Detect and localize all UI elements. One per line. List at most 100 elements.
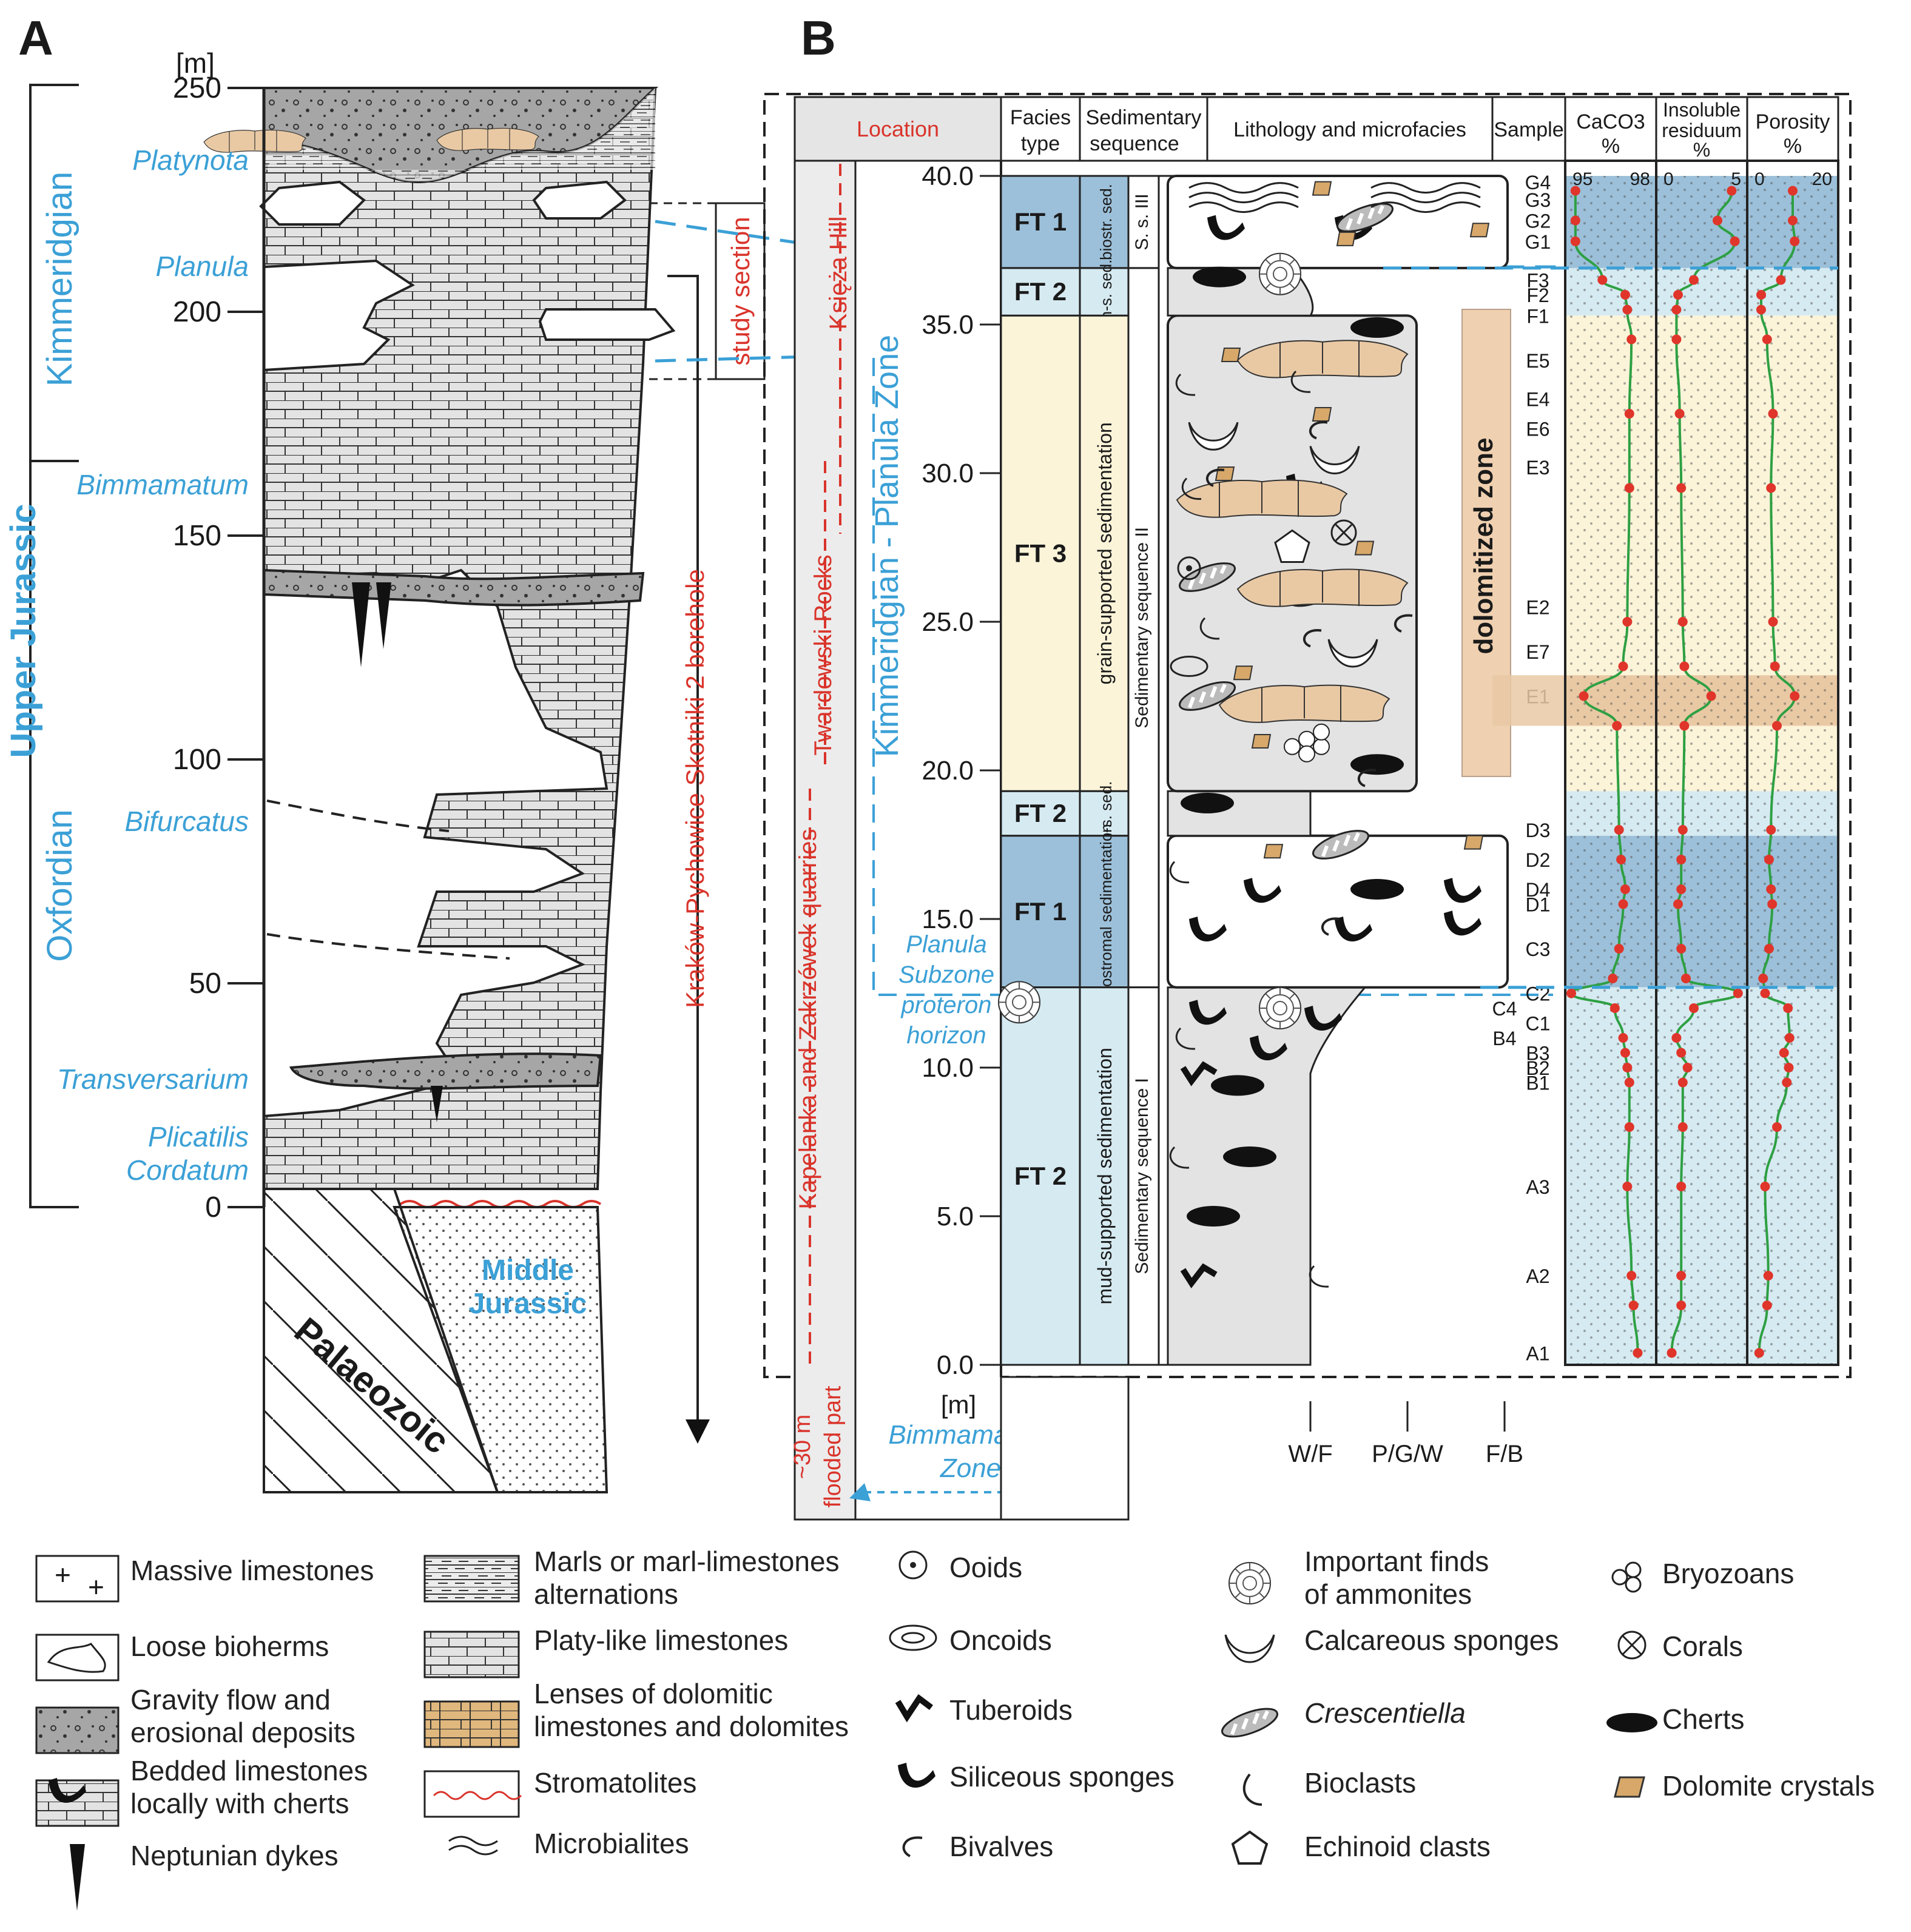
dolomite-crystal — [1264, 844, 1283, 859]
legend-oncoid-symbol — [889, 1624, 937, 1651]
legend-label: Bryozoans — [1662, 1558, 1794, 1589]
curve-point — [1766, 884, 1776, 894]
sequence-process-label: grain-supported sedimentation — [1094, 422, 1116, 684]
tuberoid — [1180, 1263, 1218, 1288]
zone-cordatum: Cordatum — [126, 1154, 249, 1186]
bivalve — [1358, 769, 1377, 787]
sample-label: F1 — [1526, 305, 1549, 327]
curve-point — [1624, 1077, 1634, 1088]
depth-tick-label: 25.0 — [922, 607, 974, 637]
curve-point — [1764, 855, 1774, 864]
microbialite — [1370, 201, 1481, 214]
dolomite-crystal — [1355, 540, 1374, 556]
sample-label: C4 — [1492, 998, 1517, 1020]
sequence-cell — [1079, 790, 1130, 837]
insoluble-header — [1655, 96, 1748, 162]
curve-scale-max: 20 — [1812, 169, 1832, 189]
planula-subzone-2: Subzone — [898, 961, 994, 988]
curve-point — [1779, 1048, 1789, 1058]
study-section-label: study section — [726, 217, 755, 365]
sample-label: A3 — [1526, 1176, 1549, 1198]
legend-crescentiella-symbol — [1219, 1703, 1281, 1743]
legend-label: Calcareous sponges — [1304, 1624, 1559, 1656]
depth-tick-label: 5.0 — [937, 1202, 974, 1231]
bimmamatum-zone-2: Zone — [940, 1453, 1001, 1483]
ammonite — [1259, 252, 1301, 295]
curve-point — [1706, 691, 1716, 701]
panel-b: B Location Facies type Sedimentary seque… — [763, 11, 1852, 1521]
panel-a-tick-label: 250 — [173, 72, 221, 104]
dolomite-crystal — [1336, 231, 1356, 246]
curve-point — [1767, 899, 1778, 909]
flooded-label-2: flooded part — [820, 1385, 846, 1507]
lith-ft2-lower — [1167, 986, 1367, 1366]
microbialite — [1370, 182, 1481, 194]
legend-label: Bedded limestones — [130, 1755, 368, 1786]
bivalve — [1394, 614, 1413, 633]
curve-point — [1681, 974, 1691, 983]
dolomite-lens — [1237, 340, 1408, 379]
texture-ticks — [1309, 1401, 1506, 1432]
coral — [1330, 519, 1357, 546]
bryozoan — [1313, 738, 1330, 755]
legend-ooid-core — [910, 1562, 916, 1568]
curve-point — [1614, 944, 1624, 954]
chert — [1350, 879, 1404, 900]
sequence-header-1: Sedimentary — [1086, 106, 1202, 129]
curve-point — [1612, 721, 1622, 731]
massive-block-4 — [538, 308, 676, 341]
curve-point — [1766, 825, 1776, 835]
legend-neptunian-symbol — [70, 1844, 85, 1911]
facies-cell — [1000, 835, 1081, 989]
sample-label: G4 — [1525, 172, 1551, 194]
planula-subzone-1: Planula — [906, 931, 986, 958]
dolomite-crystal — [1233, 665, 1253, 681]
legend-microbialite-symbol — [448, 1836, 498, 1856]
marl-band-top — [264, 88, 655, 182]
curve-point — [1676, 1048, 1687, 1058]
legend-label: Gravity flow and — [130, 1684, 331, 1715]
middle-jurassic-line2: Jurassic — [469, 1288, 587, 1320]
lower-facies-column — [1000, 1376, 1130, 1521]
sample-label: D1 — [1526, 894, 1551, 916]
sequence-name: S. s. III — [1132, 194, 1152, 250]
curve-point — [1782, 1077, 1792, 1088]
panel-b-frame — [763, 93, 1852, 1378]
curve-point — [1566, 988, 1576, 998]
legend-massive-mark: + — [55, 1559, 71, 1590]
depth-tick-label: 30.0 — [922, 459, 974, 488]
curve-point — [1614, 825, 1624, 835]
curve-point — [1676, 1182, 1687, 1191]
texture-fb: F/B — [1486, 1441, 1523, 1467]
caco3-header-1: CaCO3 — [1576, 110, 1645, 133]
sample-label: F3 — [1526, 270, 1549, 292]
sequence-cell — [1079, 986, 1130, 1366]
porosity-header — [1746, 96, 1839, 162]
upper-jurassic-bracket — [29, 460, 79, 1208]
curve-point — [1790, 691, 1800, 701]
panel-b-label: B — [801, 11, 836, 65]
legend-massive-symbol — [35, 1555, 120, 1603]
legend-label: Platy-like limestones — [534, 1624, 788, 1656]
lithology-header — [1206, 96, 1494, 162]
curve-point — [1772, 1122, 1782, 1132]
dolomite-crystal — [1470, 223, 1489, 238]
sample-label: E7 — [1526, 641, 1549, 663]
curve-point — [1768, 617, 1778, 627]
facies-cell — [1000, 314, 1081, 792]
sample-label: B3 — [1526, 1043, 1549, 1065]
legend-stromatolite-wave — [433, 1791, 522, 1800]
insoluble-header-3: % — [1693, 139, 1710, 161]
location-header — [794, 96, 1002, 162]
curve-point — [1676, 944, 1687, 954]
legend-label: of ammonites — [1304, 1578, 1472, 1610]
oxfordian-label: Oxfordian — [40, 809, 79, 961]
legend-label: erosional deposits — [130, 1717, 356, 1748]
curve-point — [1682, 1063, 1693, 1072]
curve-point — [1677, 617, 1688, 627]
dolomite-lens — [1176, 479, 1347, 518]
sample-label: B4 — [1492, 1028, 1516, 1049]
legend-label: Neptunian dykes — [130, 1840, 339, 1871]
facies-label: FT 2 — [1014, 1162, 1067, 1190]
sample-label: A2 — [1526, 1265, 1549, 1287]
